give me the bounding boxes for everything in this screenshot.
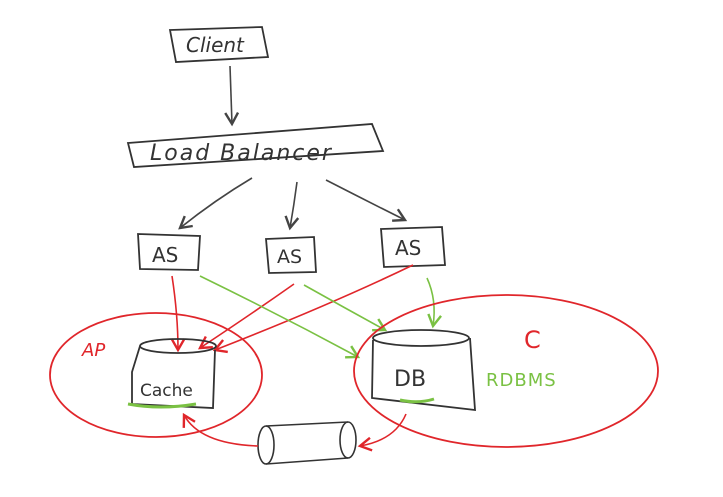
db-to-queue-arrow	[357, 413, 407, 452]
queue-node	[257, 421, 357, 465]
client-label: Client	[186, 33, 245, 57]
as1-to-db-arrow	[199, 275, 361, 359]
db-node: DB	[371, 329, 476, 412]
lb-to-as3-arrow	[325, 179, 408, 222]
cache-label: Cache	[140, 381, 193, 401]
client-node: Client	[168, 26, 270, 63]
db-label: DB	[394, 367, 426, 392]
c-label: C	[524, 326, 541, 354]
client-to-lb-arrow	[224, 65, 240, 127]
app-server-1-label: AS	[152, 243, 178, 267]
queue-to-cache-arrow	[182, 412, 259, 447]
app-server-2-label: AS	[277, 246, 302, 268]
ap-label: AP	[81, 340, 105, 361]
app-server-3-label: AS	[395, 236, 421, 260]
as3-to-cache-arrow	[212, 264, 414, 354]
lb-to-as2-arrow	[284, 181, 300, 231]
as2-to-cache-arrow	[197, 283, 295, 350]
c-region	[353, 294, 659, 448]
app-server-2: AS	[265, 236, 317, 274]
as2-to-db-arrow	[303, 284, 388, 332]
app-server-1: AS	[137, 233, 201, 271]
as3-to-db-arrow	[426, 277, 442, 329]
rdbms-label: RDBMS	[486, 370, 557, 391]
load-balancer-label: Load Balancer	[150, 141, 333, 166]
lb-to-as1-arrow	[178, 177, 253, 230]
cache-node: Cache	[127, 338, 217, 409]
ap-region	[49, 312, 263, 438]
load-balancer-node: Load Balancer	[126, 123, 385, 168]
app-server-3: AS	[380, 226, 446, 268]
